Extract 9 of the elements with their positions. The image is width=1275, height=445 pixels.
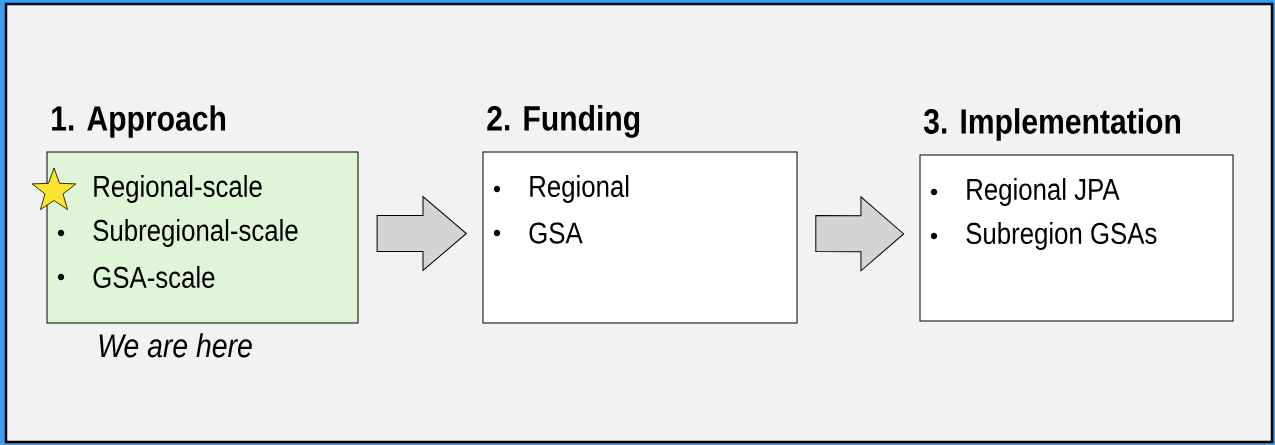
section-heading: 1. Approach	[52, 105, 226, 138]
block-arrow	[376, 196, 467, 271]
process-box: Regional-scale Subregional-scale GSA-scale	[31, 151, 359, 324]
process-box: Regional JPA Subregion GSAs	[919, 154, 1234, 322]
section-heading: 3. Implementation	[923, 108, 1180, 141]
process-box: Regional GSA	[482, 151, 798, 324]
block-arrow	[815, 196, 905, 272]
caption-text: We are here	[99, 333, 252, 358]
section-heading: 2. Funding	[487, 105, 640, 138]
